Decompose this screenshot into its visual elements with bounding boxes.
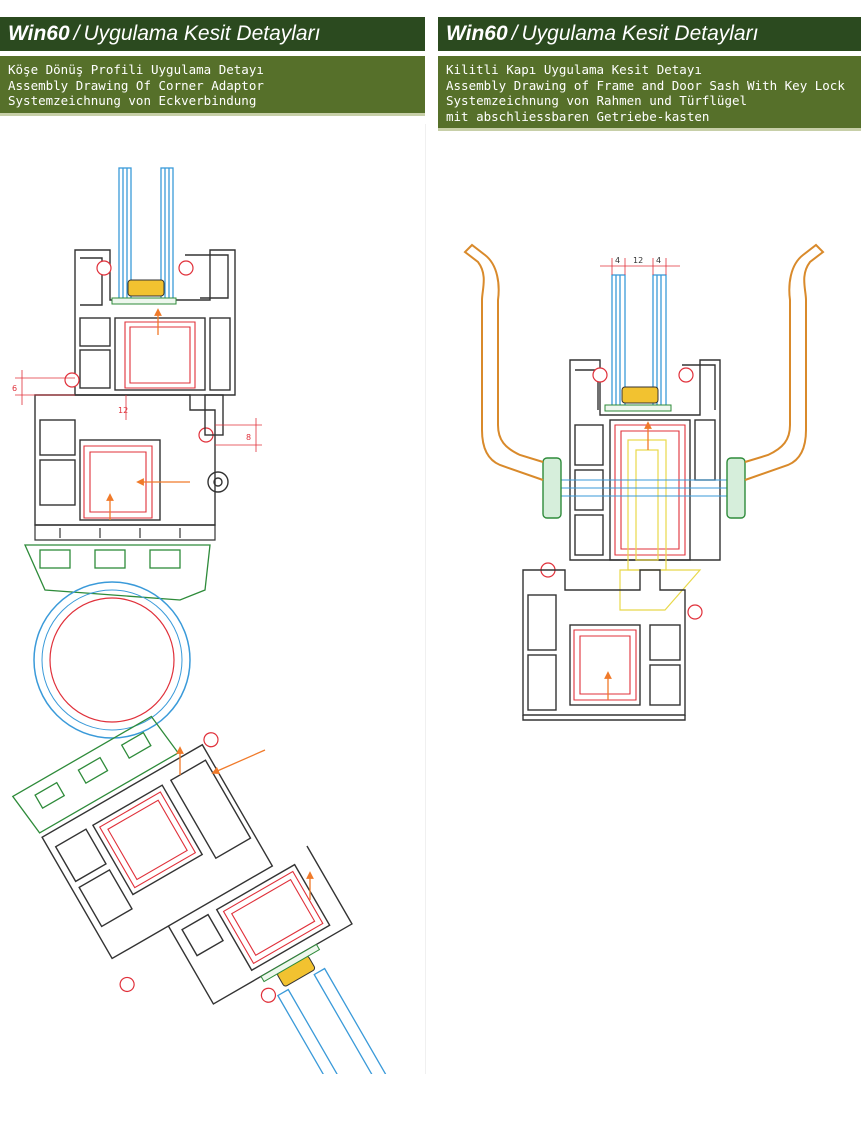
lower-frame-profile: [41, 743, 353, 1005]
frame-profile: [34, 394, 229, 526]
right-subtitle-en: Assembly Drawing of Frame and Door Sash …: [446, 77, 845, 93]
frame-reinforcement: [83, 445, 153, 519]
upper-reinforcement: [124, 321, 196, 389]
lower-assembly: [11, 715, 391, 1110]
reinforcement-arrows: [106, 308, 314, 900]
right-panel: Win60/Uygulama Kesit Detayları Kilitli K…: [438, 17, 861, 131]
right-subtitle-box: Kilitli Kapı Uygulama Kesit Detayı Assem…: [438, 56, 861, 131]
door-frame-profile: [522, 569, 686, 721]
right-title-bar: Win60/Uygulama Kesit Detayları: [438, 17, 861, 51]
right-subtitle-de-2: mit abschliessbaren Getriebe-kasten: [446, 108, 710, 124]
door-arrows: [604, 421, 652, 700]
corner-adaptor-lower: [11, 715, 180, 834]
corner-adaptor-upper: [23, 544, 211, 601]
left-subtitle-de: Systemzeichnung von Eckverbindung: [8, 93, 257, 108]
door-handles: [463, 243, 825, 481]
lower-glazing: [260, 943, 321, 987]
left-title-separator: /: [73, 22, 80, 45]
dim-label-4b: 4: [656, 256, 661, 265]
right-drawing-area: 4 12 4: [438, 141, 861, 1071]
dim-label-12: 12: [118, 406, 128, 415]
left-title: Uygulama Kesit Detayları: [83, 22, 321, 45]
right-subtitle-tr: Kilitli Kapı Uygulama Kesit Detayı: [446, 62, 702, 77]
right-title: Uygulama Kesit Detayları: [521, 22, 759, 45]
lower-glass: [276, 967, 391, 1110]
left-panel: Win60/Uygulama Kesit Detayları Köşe Dönü…: [0, 17, 425, 116]
frame-base-fins: [34, 524, 216, 541]
dimension-lines-left: [15, 370, 262, 452]
dim-label-6: 6: [12, 384, 17, 393]
dim-label-4a: 4: [615, 256, 620, 265]
handle-rosettes: [542, 457, 746, 519]
dimension-lines-right: [600, 258, 680, 275]
left-subtitle-box: Köşe Dönüş Profili Uygulama Detayı Assem…: [0, 56, 425, 116]
left-drawing-area: 6 12 8: [0, 124, 426, 1110]
dim-label-12b: 12: [633, 256, 643, 265]
corner-tube: [33, 581, 191, 739]
door-glazing-block: [604, 386, 672, 412]
door-sash-reinforcement: [614, 424, 686, 556]
corner-adaptor-drawing: 6 12 8: [11, 167, 391, 1110]
left-title-bar: Win60/Uygulama Kesit Detayları: [0, 17, 425, 51]
dimension-labels-right: 4 12 4: [615, 256, 661, 265]
left-subtitle-en: Assembly Drawing Of Corner Adaptor: [8, 77, 264, 93]
right-subtitle-de: Systemzeichnung von Rahmen und Türflügel: [446, 93, 748, 108]
right-title-separator: /: [511, 22, 518, 45]
left-subtitle-tr: Köşe Dönüş Profili Uygulama Detayı: [8, 62, 264, 77]
lock-spindle: [559, 479, 746, 497]
lower-reinforcements: [98, 791, 324, 965]
dim-label-8: 8: [246, 433, 251, 442]
door-frame-reinforcement: [573, 629, 637, 701]
left-brand: Win60: [8, 22, 70, 45]
lower-gaskets: [119, 732, 277, 1003]
door-lock-drawing: 4 12 4: [463, 243, 825, 721]
right-brand: Win60: [446, 22, 508, 45]
upper-glazing-block: [111, 279, 177, 305]
dimension-labels-left: 6 12 8: [12, 384, 251, 442]
